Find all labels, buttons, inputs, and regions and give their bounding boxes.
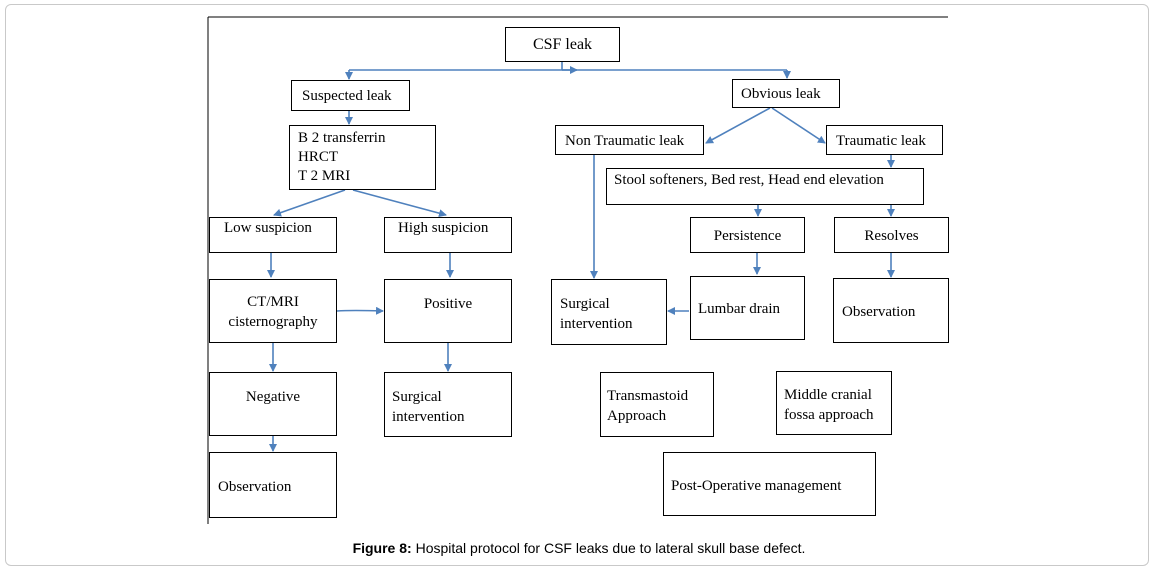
- node-suspected-leak-label: Suspected leak: [302, 88, 392, 104]
- node-ct-mri-line1: CT/MRI: [247, 294, 299, 310]
- node-suspected-leak: Suspected leak: [291, 80, 410, 111]
- node-transmastoid-line2: Approach: [607, 408, 667, 424]
- node-negative: Negative: [209, 372, 337, 436]
- node-traumatic-label: Traumatic leak: [836, 133, 926, 149]
- node-transmastoid-approach: Transmastoid Approach: [600, 372, 714, 437]
- arrow-ct-to-positive: [336, 306, 384, 315]
- node-obvious-leak: Obvious leak: [732, 79, 840, 108]
- node-observation-resolved: Observation: [833, 278, 949, 343]
- node-middle-cranial-line1: Middle cranial: [784, 387, 872, 403]
- node-low-suspicion-label: Low suspicion: [224, 220, 312, 236]
- node-surgical-intervention-nontraumatic: Surgical intervention: [551, 279, 667, 345]
- test-item: T 2 MRI: [298, 168, 351, 184]
- node-negative-label: Negative: [245, 389, 301, 405]
- node-persistence: Persistence: [690, 217, 805, 253]
- node-diagnostic-tests: B 2 transferrin HRCT T 2 MRI: [289, 125, 436, 190]
- node-high-suspicion: High suspicion: [384, 217, 512, 253]
- arrow-to-non-traumatic: [705, 107, 771, 144]
- node-surgical-left-line1: Surgical: [392, 389, 442, 405]
- node-resolves-label: Resolves: [864, 228, 919, 244]
- node-surgical-intervention-positive: Surgical intervention: [384, 372, 512, 437]
- caption-text: Hospital protocol for CSF leaks due to l…: [411, 540, 806, 556]
- node-high-suspicion-label: High suspicion: [398, 220, 489, 236]
- arrow-to-high-suspicion: [352, 189, 447, 218]
- node-lumbar-drain-label: Lumbar drain: [698, 301, 781, 317]
- node-post-operative-management: Post-Operative management: [663, 452, 876, 516]
- node-transmastoid-line1: Transmastoid: [607, 388, 689, 404]
- node-post-operative-label: Post-Operative management: [671, 478, 842, 494]
- node-surgical-right-line2: intervention: [560, 316, 633, 332]
- node-resolves: Resolves: [834, 217, 949, 253]
- node-surgical-left-line2: intervention: [392, 409, 465, 425]
- node-observation-right-label: Observation: [842, 304, 916, 320]
- node-conservative-label: Stool softeners, Bed rest, Head end elev…: [614, 172, 884, 188]
- node-traumatic-leak: Traumatic leak: [826, 125, 943, 155]
- node-csf-leak: CSF leak: [505, 27, 620, 62]
- node-conservative-management: Stool softeners, Bed rest, Head end elev…: [606, 168, 924, 205]
- node-obvious-leak-label: Obvious leak: [741, 86, 821, 102]
- node-persistence-label: Persistence: [713, 228, 782, 244]
- caption-label: Figure 8:: [352, 540, 412, 556]
- node-middle-cranial-line2: fossa approach: [784, 407, 874, 423]
- figure-caption: Figure 8: Hospital protocol for CSF leak…: [0, 540, 1158, 556]
- node-csf-leak-label: CSF leak: [532, 36, 593, 53]
- node-low-suspicion: Low suspicion: [209, 217, 337, 253]
- node-middle-cranial-fossa-approach: Middle cranial fossa approach: [776, 371, 892, 435]
- node-lumbar-drain: Lumbar drain: [690, 276, 805, 340]
- test-item: B 2 transferrin: [298, 130, 386, 146]
- node-non-traumatic-leak: Non Traumatic leak: [555, 125, 704, 155]
- node-surgical-right-line1: Surgical: [560, 296, 610, 312]
- figure-frame: [5, 4, 1149, 566]
- node-observation-left-label: Observation: [218, 479, 292, 495]
- node-ct-mri-line2: cisternography: [228, 314, 318, 330]
- node-observation-negative: Observation: [209, 452, 337, 518]
- arrow-to-traumatic: [771, 107, 826, 144]
- node-positive: Positive: [384, 279, 512, 343]
- arrow-to-low-suspicion: [273, 189, 346, 217]
- node-non-traumatic-label: Non Traumatic leak: [565, 133, 685, 149]
- test-item: HRCT: [298, 149, 339, 165]
- node-positive-label: Positive: [423, 296, 473, 312]
- node-ct-mri-cisternography: CT/MRI cisternography: [209, 279, 337, 343]
